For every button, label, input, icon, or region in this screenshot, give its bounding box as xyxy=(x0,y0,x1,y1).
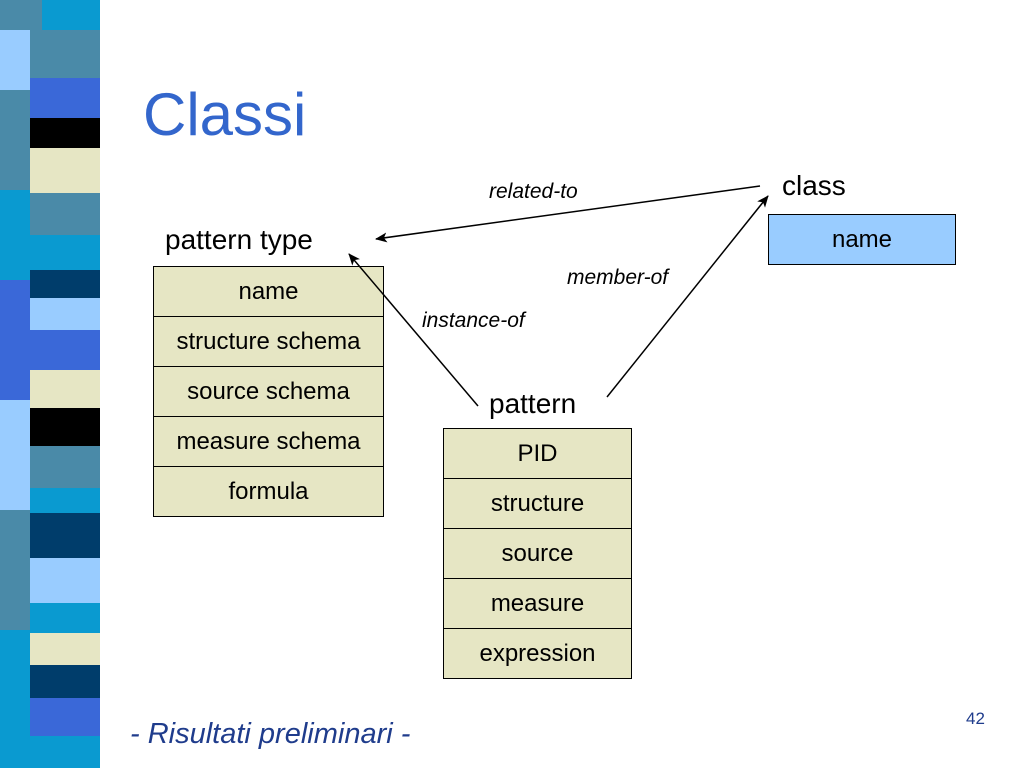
stripe xyxy=(30,118,100,148)
stripe xyxy=(30,30,100,78)
stripe xyxy=(42,0,100,30)
stripe xyxy=(30,408,100,446)
pattern-field-source: source xyxy=(443,528,632,579)
stripe xyxy=(0,280,30,400)
stripe xyxy=(30,148,100,193)
page-number: 42 xyxy=(966,709,985,728)
pattern-field-expression: expression xyxy=(443,628,632,679)
pattern-type-label: pattern type xyxy=(165,224,313,255)
stripe xyxy=(30,698,100,736)
stripe xyxy=(30,736,100,768)
stripe xyxy=(30,298,100,330)
stripe xyxy=(30,270,100,298)
stripe xyxy=(30,235,100,270)
stripe xyxy=(30,633,100,665)
pattern-type-table: name structure schema source schema meas… xyxy=(153,266,384,517)
stripe xyxy=(30,488,100,513)
stripe xyxy=(30,446,100,488)
decorative-sidebar xyxy=(0,0,115,768)
pattern-table: PID structure source measure expression xyxy=(443,428,632,679)
stripe xyxy=(0,400,30,510)
stripe xyxy=(30,330,100,370)
pattern-type-field-name: name xyxy=(153,266,384,317)
stripe xyxy=(0,0,42,30)
pattern-type-field-structure-schema: structure schema xyxy=(153,316,384,367)
pattern-type-field-source-schema: source schema xyxy=(153,366,384,417)
member-of-label: member-of xyxy=(567,266,669,289)
pattern-field-structure: structure xyxy=(443,478,632,529)
pattern-type-field-measure-schema: measure schema xyxy=(153,416,384,467)
stripe xyxy=(30,513,100,558)
stripe xyxy=(0,190,30,280)
pattern-field-measure: measure xyxy=(443,578,632,629)
slide-title: Classi xyxy=(143,81,307,148)
stripe xyxy=(30,370,100,408)
stripe xyxy=(30,603,100,633)
stripe xyxy=(30,665,100,698)
instance-of-label: instance-of xyxy=(422,309,525,332)
class-field-name: name xyxy=(768,214,956,265)
stripe xyxy=(30,78,100,118)
footer-text: - Risultati preliminari - xyxy=(130,718,411,750)
pattern-label: pattern xyxy=(489,388,577,419)
class-table: name xyxy=(768,214,956,265)
stripe xyxy=(0,90,30,190)
pattern-type-field-formula: formula xyxy=(153,466,384,517)
stripe xyxy=(30,558,100,603)
stripe xyxy=(0,510,30,630)
related-to-label: related-to xyxy=(489,180,578,203)
pattern-field-pid: PID xyxy=(443,428,632,479)
stripe xyxy=(0,630,30,768)
stripe xyxy=(0,30,30,90)
stripe xyxy=(30,193,100,235)
class-label: class xyxy=(782,170,846,201)
member-of-arrow xyxy=(606,195,769,398)
